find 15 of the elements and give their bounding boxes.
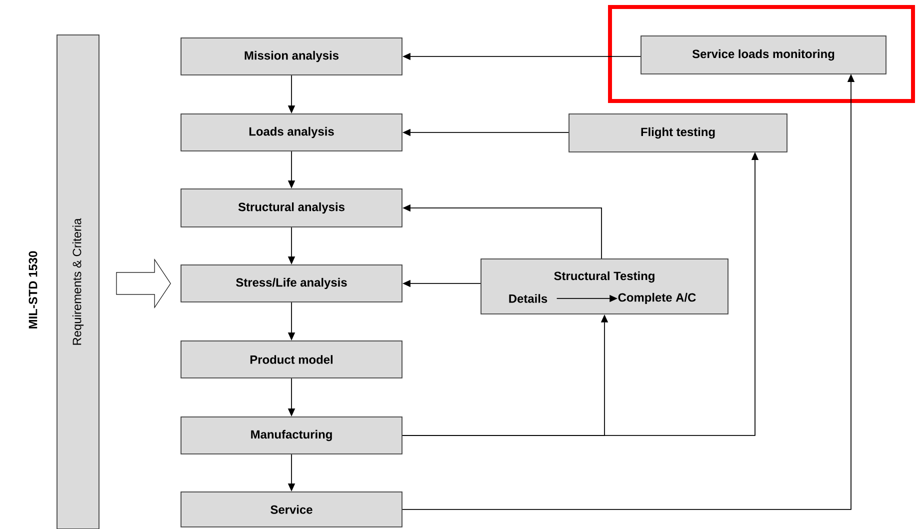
highlight-frame — [608, 5, 915, 103]
process-box: Service — [180, 492, 402, 528]
process-box: Loads analysis — [180, 114, 402, 152]
process-box: Mission analysis — [180, 38, 402, 76]
process-box: Product model — [180, 340, 402, 378]
standard-label: MIL-STD 1530 — [28, 251, 38, 328]
process-box: Stress/Life analysis — [180, 264, 402, 302]
box-text: Details — [509, 294, 548, 303]
process-box: Service loads monitoring — [640, 36, 886, 74]
criteria-bar: Requirements & Criteria — [56, 34, 100, 529]
box-text: Complete A/C — [618, 292, 696, 304]
block-arrow — [116, 258, 171, 308]
process-box: Manufacturing — [180, 416, 402, 454]
process-box: Flight testing — [568, 114, 788, 152]
process-box: Structural analysis — [180, 188, 402, 228]
